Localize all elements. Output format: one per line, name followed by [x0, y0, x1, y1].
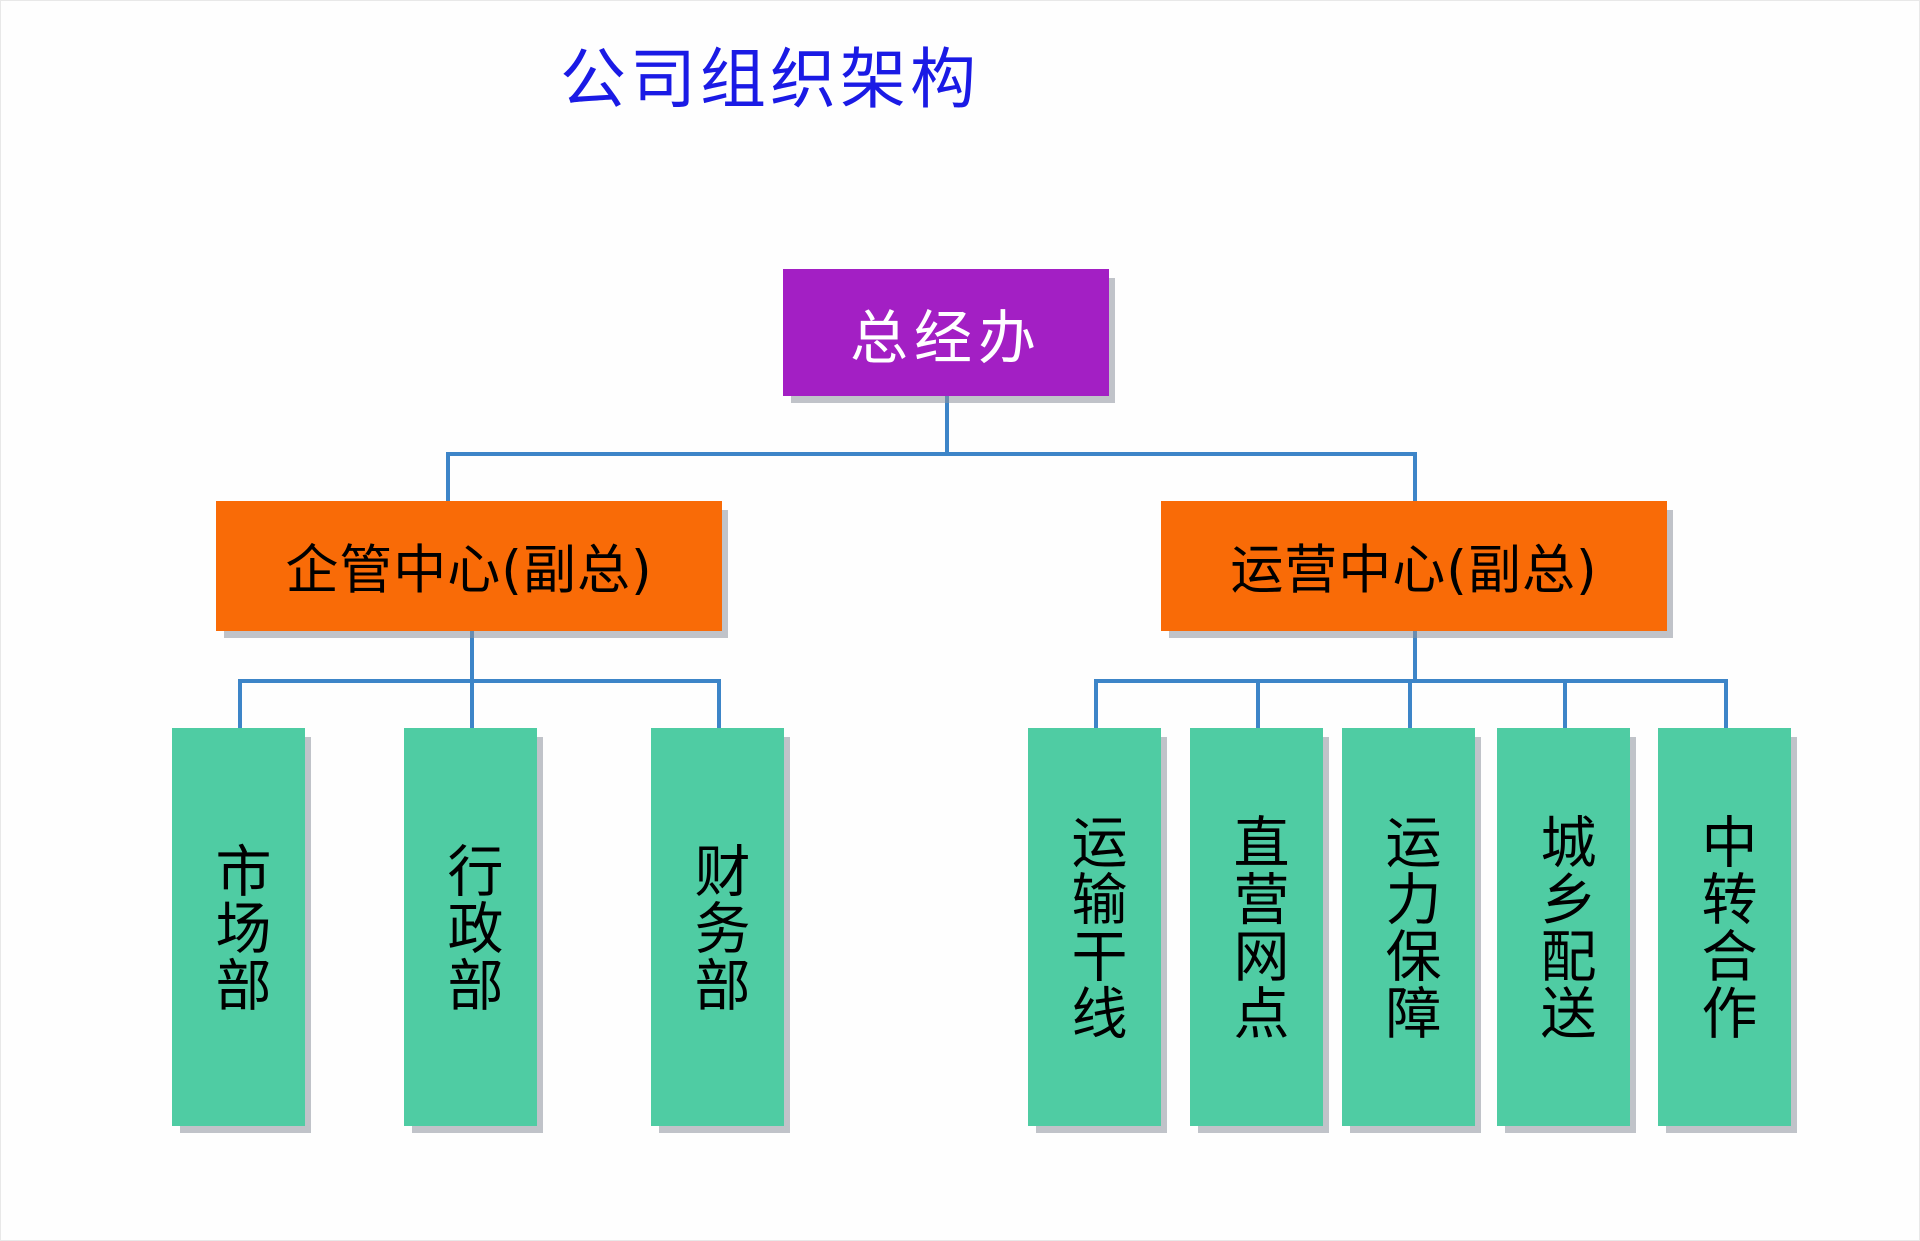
org-node-root[interactable]: 总经办 [783, 269, 1109, 396]
connector-right-division-stem [1413, 631, 1417, 683]
connector-left-dept-2-drop [470, 679, 474, 728]
org-node-division-operations[interactable]: 运营中心(副总) [1161, 501, 1667, 631]
connector-left-dept-3-drop [717, 679, 721, 728]
org-node-department-administration[interactable]: 行政部 [404, 728, 537, 1126]
connector-division-left-drop [446, 452, 450, 503]
connector-root-stem [945, 396, 949, 456]
org-node-department-marketing[interactable]: 市场部 [172, 728, 305, 1126]
connector-left-department-bus [238, 679, 721, 683]
connector-right-dept-3-drop [1408, 679, 1412, 728]
org-node-department-urban-rural-delivery[interactable]: 城乡配送 [1497, 728, 1630, 1126]
connector-division-bus [446, 452, 1417, 456]
org-node-department-capacity-assurance[interactable]: 运力保障 [1342, 728, 1475, 1126]
connector-left-division-stem [470, 631, 474, 683]
connector-left-dept-1-drop [238, 679, 242, 728]
connector-division-right-drop [1413, 452, 1417, 503]
page-title: 公司组织架构 [560, 41, 980, 118]
connector-right-dept-1-drop [1094, 679, 1098, 728]
org-node-department-finance[interactable]: 财务部 [651, 728, 784, 1126]
connector-right-dept-2-drop [1256, 679, 1260, 728]
org-node-division-enterprise-management[interactable]: 企管中心(副总) [216, 501, 722, 631]
connector-right-dept-5-drop [1724, 679, 1728, 728]
org-node-department-trunk-transport[interactable]: 运输干线 [1028, 728, 1161, 1126]
connector-right-dept-4-drop [1563, 679, 1567, 728]
org-node-department-direct-outlets[interactable]: 直营网点 [1190, 728, 1323, 1126]
org-node-department-transfer-cooperation[interactable]: 中转合作 [1658, 728, 1791, 1126]
